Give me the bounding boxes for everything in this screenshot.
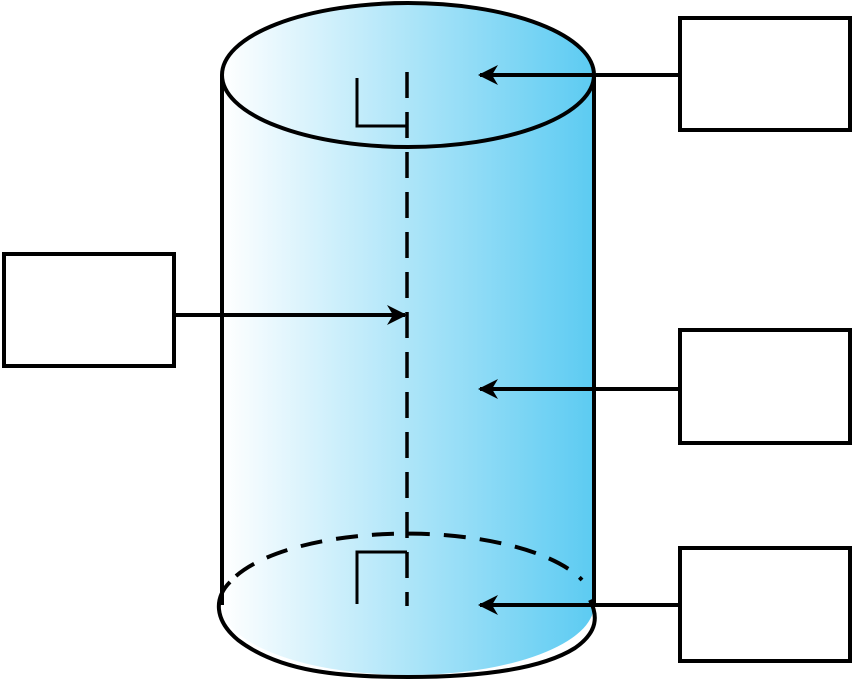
cylinder-bottom-back-arc bbox=[234, 531, 584, 582]
label-box-axis bbox=[2, 252, 176, 368]
label-box-lateral-surface bbox=[678, 328, 852, 445]
label-box-bottom-face bbox=[678, 546, 852, 663]
top-right-angle-marker bbox=[355, 78, 407, 128]
cylinder-bottom-front-arc bbox=[216, 580, 597, 680]
label-box-top-face bbox=[678, 16, 852, 132]
bottom-right-angle-marker bbox=[355, 550, 407, 604]
